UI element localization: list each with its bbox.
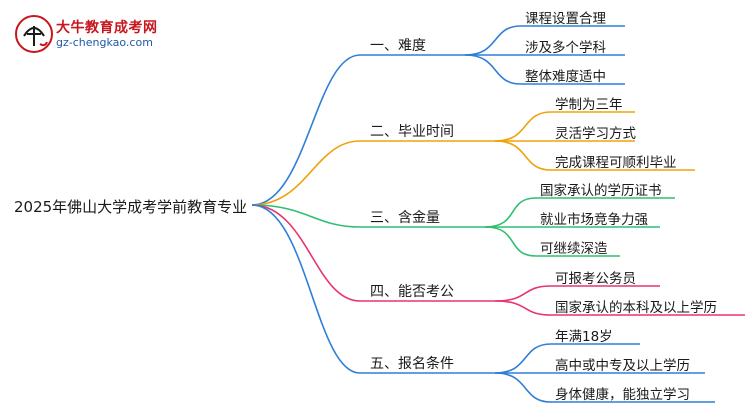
branch-label: 一、难度: [370, 38, 426, 54]
branch-label: 五、报名条件: [370, 356, 454, 372]
logo: 大牛教育成考网 gz-chengkao.com: [14, 14, 184, 54]
leaf-label: 涉及多个学科: [525, 40, 606, 56]
leaf-label: 可报考公务员: [555, 271, 636, 287]
leaf-connector: [494, 300, 745, 316]
leaf-label: 国家承认的本科及以上学历: [555, 300, 717, 316]
leaf-label: 可继续深造: [540, 241, 608, 257]
leaf-connector: [464, 54, 625, 85]
branch-label: 二、毕业时间: [370, 124, 454, 140]
branch-connector: [251, 140, 495, 206]
leaf-label: 灵活学习方式: [555, 126, 636, 142]
branch-connector: [251, 204, 495, 302]
leaf-connector: [494, 140, 695, 171]
logo-title: 大牛教育成考网: [56, 20, 158, 36]
leaf-label: 就业市场竞争力强: [540, 212, 648, 228]
root-topic: 2025年佛山大学成考学前教育专业: [14, 198, 248, 216]
leaf-connector: [494, 372, 715, 403]
leaf-label: 年满18岁: [555, 329, 613, 345]
branch-connector: [251, 204, 495, 374]
branch-label: 三、含金量: [370, 210, 440, 226]
leaf-connector: [494, 285, 660, 302]
leaf-label: 身体健康，能独立学习: [555, 387, 690, 403]
leaf-connector: [464, 25, 625, 56]
branch-connector: [251, 204, 485, 228]
leaf-label: 国家承认的学历证书: [540, 183, 662, 199]
logo-url: gz-chengkao.com: [56, 36, 153, 49]
logo-mark-icon: [15, 15, 53, 53]
leaf-label: 整体难度适中: [525, 69, 606, 85]
leaf-connector: [484, 226, 620, 257]
branch-label: 四、能否考公: [370, 284, 454, 300]
leaf-connector: [494, 343, 640, 374]
leaf-label: 高中或中专及以上学历: [555, 358, 690, 374]
leaf-connector: [484, 197, 675, 228]
leaf-label: 学制为三年: [555, 97, 623, 113]
leaf-label: 课程设置合理: [525, 11, 606, 27]
leaf-label: 完成课程可顺利毕业: [555, 155, 677, 171]
leaf-connector: [494, 111, 635, 142]
branch-connector: [251, 54, 465, 206]
